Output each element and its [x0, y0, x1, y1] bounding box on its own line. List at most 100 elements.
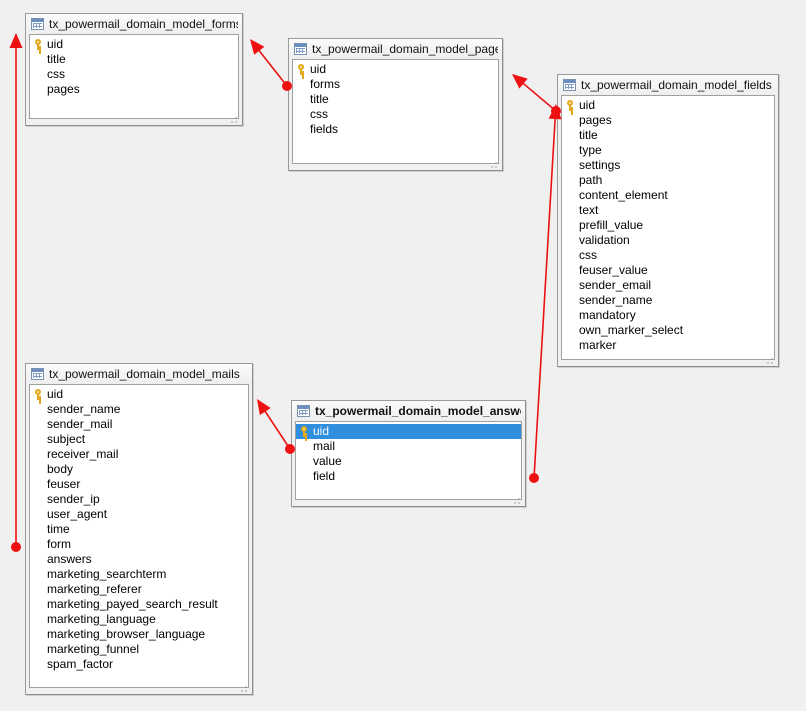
column-name: forms [310, 77, 340, 91]
primary-key-icon [33, 39, 44, 50]
column-row[interactable]: uid [30, 387, 248, 402]
column-row[interactable]: answers [30, 552, 248, 567]
column-row[interactable]: time [30, 522, 248, 537]
column-row[interactable]: field [296, 469, 521, 484]
column-row[interactable]: uid [30, 37, 238, 52]
table-titlebar-answer[interactable]: tx_powermail_domain_model_answer [292, 401, 525, 421]
column-row[interactable]: subject [30, 432, 248, 447]
column-name: pages [47, 82, 80, 96]
table-title-mails: tx_powermail_domain_model_mails [49, 367, 240, 381]
column-row[interactable]: sender_email [562, 278, 774, 293]
resize-grip[interactable] [766, 357, 776, 365]
table-title-fields: tx_powermail_domain_model_fields [581, 78, 772, 92]
column-row[interactable]: marketing_referer [30, 582, 248, 597]
column-row[interactable]: uid [296, 424, 521, 439]
table-titlebar-fields[interactable]: tx_powermail_domain_model_fields [558, 75, 778, 95]
table-icon [297, 405, 310, 417]
column-row[interactable]: body [30, 462, 248, 477]
column-row[interactable]: form [30, 537, 248, 552]
column-name: css [47, 67, 65, 81]
column-row[interactable]: marketing_language [30, 612, 248, 627]
column-row[interactable]: title [293, 92, 498, 107]
column-row[interactable]: content_element [562, 188, 774, 203]
table-title-answer: tx_powermail_domain_model_answer [315, 404, 521, 418]
column-row[interactable]: validation [562, 233, 774, 248]
column-row[interactable]: mandatory [562, 308, 774, 323]
table-titlebar-pages[interactable]: tx_powermail_domain_model_pages [289, 39, 502, 59]
column-row[interactable]: sender_mail [30, 417, 248, 432]
column-row[interactable]: type [562, 143, 774, 158]
table-titlebar-forms[interactable]: tx_powermail_domain_model_forms [26, 14, 242, 34]
resize-grip[interactable] [240, 685, 250, 693]
column-row[interactable]: marker [562, 338, 774, 353]
column-row[interactable]: user_agent [30, 507, 248, 522]
column-row[interactable]: value [296, 454, 521, 469]
primary-key-icon [299, 426, 310, 437]
column-name: value [313, 454, 342, 468]
column-name: form [47, 537, 71, 551]
column-row[interactable]: fields [293, 122, 498, 137]
relation-answer-to-mails [257, 399, 295, 454]
column-name: css [310, 107, 328, 121]
resize-grip[interactable] [513, 497, 523, 505]
relation-mails-to-forms [9, 33, 23, 552]
column-row[interactable]: pages [562, 113, 774, 128]
column-row[interactable]: marketing_payed_search_result [30, 597, 248, 612]
column-row[interactable]: forms [293, 77, 498, 92]
relation-arrowhead [9, 33, 23, 48]
column-row[interactable]: marketing_searchterm [30, 567, 248, 582]
column-row[interactable]: uid [562, 98, 774, 113]
column-name: field [313, 469, 336, 483]
column-row[interactable]: title [30, 52, 238, 67]
column-row[interactable]: settings [562, 158, 774, 173]
resize-grip[interactable] [490, 161, 500, 169]
column-row[interactable]: sender_name [562, 293, 774, 308]
resize-grip[interactable] [230, 116, 240, 124]
relation-fields-to-pages [512, 74, 561, 116]
column-row[interactable]: spam_factor [30, 657, 248, 672]
column-row[interactable]: title [562, 128, 774, 143]
relation-pages-to-forms [250, 39, 292, 91]
table-icon [294, 43, 307, 55]
column-name: text [579, 203, 599, 217]
column-name: subject [47, 432, 86, 446]
table-titlebar-mails[interactable]: tx_powermail_domain_model_mails [26, 364, 252, 384]
relation-source-dot [529, 473, 539, 483]
column-row[interactable]: feuser [30, 477, 248, 492]
column-name: marketing_payed_search_result [47, 597, 218, 611]
column-row[interactable]: pages [30, 82, 238, 97]
column-row[interactable]: marketing_funnel [30, 642, 248, 657]
column-row[interactable]: receiver_mail [30, 447, 248, 462]
column-row[interactable]: sender_ip [30, 492, 248, 507]
column-name: time [47, 522, 70, 536]
column-row[interactable]: uid [293, 62, 498, 77]
column-row[interactable]: path [562, 173, 774, 188]
relation-arrowhead [512, 74, 528, 89]
column-row[interactable]: text [562, 203, 774, 218]
column-name: marketing_referer [47, 582, 142, 596]
column-row[interactable]: prefill_value [562, 218, 774, 233]
column-row[interactable]: marketing_browser_language [30, 627, 248, 642]
column-row[interactable]: css [562, 248, 774, 263]
column-row[interactable]: own_marker_select [562, 323, 774, 338]
column-row[interactable]: sender_name [30, 402, 248, 417]
table-icon [31, 18, 44, 30]
relation-line [261, 406, 291, 450]
column-row[interactable]: mail [296, 439, 521, 454]
column-row[interactable]: feuser_value [562, 263, 774, 278]
column-row[interactable]: css [30, 67, 238, 82]
column-row[interactable]: css [293, 107, 498, 122]
column-name: answers [47, 552, 92, 566]
column-name: marker [579, 338, 617, 352]
